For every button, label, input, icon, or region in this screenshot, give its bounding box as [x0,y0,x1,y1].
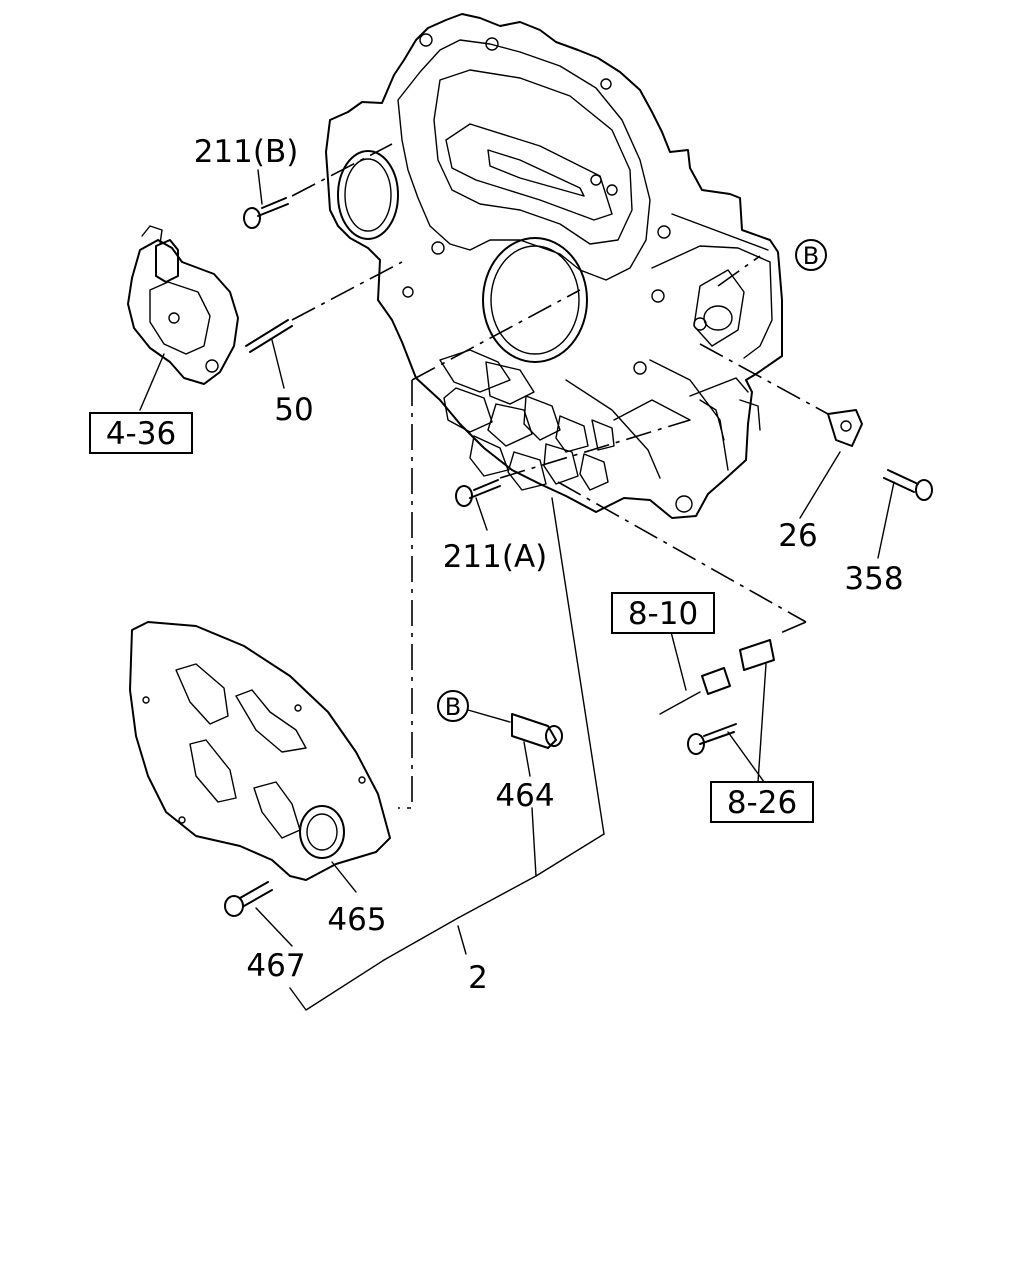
label-4-36: 4-36 [106,416,176,452]
flywheel-housing [325,13,783,519]
label-26: 26 [778,518,817,554]
sensor-8-10 [659,639,775,715]
ref-box-8-10 [611,592,715,634]
reference-circle-b-lower [437,690,469,722]
label-211b: 211(B) [194,134,299,170]
reference-circle-b-upper [795,239,827,271]
label-50: 50 [274,392,313,428]
reference-b-upper-label: B [803,242,819,270]
center-lines [291,143,829,809]
label-2: 2 [468,960,488,996]
cover-plate [129,621,391,881]
label-8-26: 8-26 [727,785,797,821]
bolt-358 [883,469,933,501]
bolt-467 [224,881,273,917]
label-465: 465 [327,902,386,938]
reference-b-lower-label: B [445,693,461,721]
label-358: 358 [844,561,903,597]
bolt-8-26 [687,723,737,755]
label-464: 464 [495,778,554,814]
bolt-211b [243,197,289,229]
leader-lines [139,169,895,1011]
label-211a: 211(A) [443,539,548,575]
stud-50 [245,319,293,353]
bolt-211a [455,479,501,507]
label-8-10: 8-10 [628,596,698,632]
label-467: 467 [246,948,305,984]
sensor-assembly [127,225,239,385]
ref-box-4-36 [89,412,193,454]
sensor-26 [827,409,863,447]
fitting-464 [511,713,563,749]
ref-box-8-26 [710,781,814,823]
